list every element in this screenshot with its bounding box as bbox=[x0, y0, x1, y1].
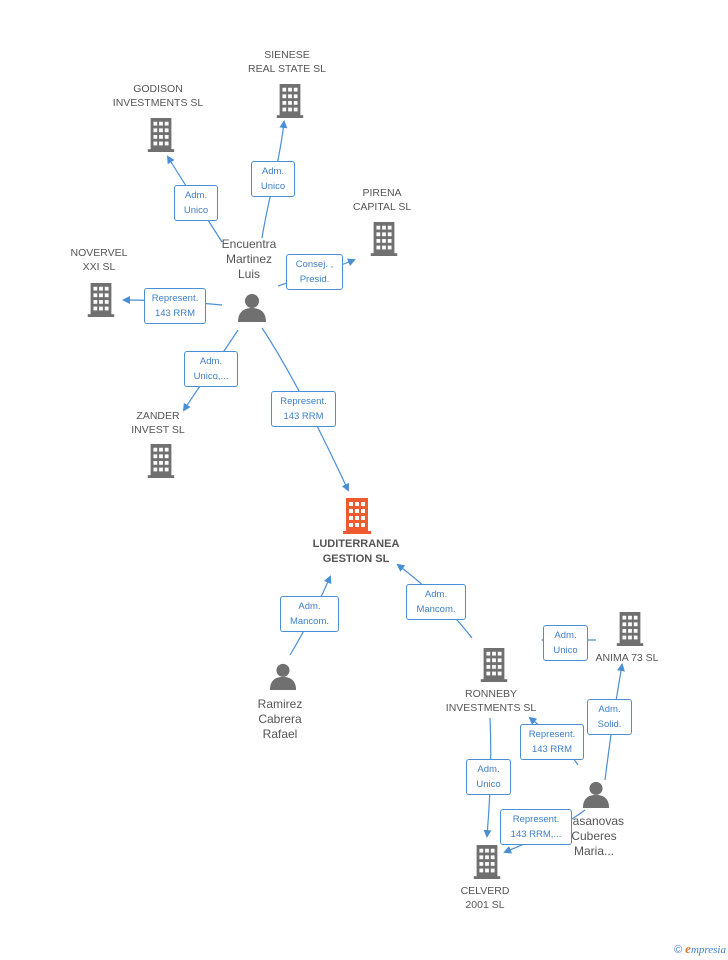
sienese-building-icon bbox=[276, 84, 304, 118]
focus-company-label[interactable]: LUDITERRANEA GESTION SL bbox=[312, 538, 400, 565]
company-label-zander[interactable]: ZANDER INVEST SL bbox=[131, 410, 185, 436]
anima-building-icon bbox=[616, 612, 644, 646]
relation-box-focus-encuentra[interactable]: Represent. 143 RRM bbox=[271, 391, 336, 427]
celverd-building-icon bbox=[473, 845, 501, 879]
focus-building-icon bbox=[343, 498, 371, 534]
relation-box-sienese[interactable]: Adm. Unico bbox=[251, 161, 295, 197]
copyright-icon: © bbox=[674, 944, 683, 956]
ramirez-person-icon bbox=[269, 663, 297, 690]
pirena-building-icon bbox=[370, 222, 398, 256]
brand-initial: e bbox=[685, 941, 691, 956]
godison-building-icon bbox=[147, 118, 175, 152]
relation-box-celverd-ronneby[interactable]: Adm. Unico bbox=[466, 759, 511, 795]
company-label-sienese[interactable]: SIENESE REAL STATE SL bbox=[248, 49, 326, 75]
relation-box-novervel[interactable]: Represent. 143 RRM bbox=[144, 288, 206, 324]
encuentra-person-icon bbox=[238, 294, 266, 322]
relation-box-godison[interactable]: Adm. Unico bbox=[174, 185, 218, 221]
relation-box-focus-ramirez[interactable]: Adm. Mancom. bbox=[280, 596, 339, 632]
empresia-footer[interactable]: ©empresia bbox=[674, 941, 726, 957]
company-label-novervel[interactable]: NOVERVEL XXI SL bbox=[70, 247, 128, 273]
person-label-casanovas[interactable]: Casanovas Cuberes Maria... bbox=[563, 814, 625, 858]
casanovas-person-icon bbox=[582, 781, 610, 808]
relation-box-anima-casanovas[interactable]: Adm. Solid. bbox=[587, 699, 632, 735]
zander-building-icon bbox=[147, 444, 175, 478]
ronneby-building-icon bbox=[480, 648, 508, 682]
novervel-building-icon bbox=[87, 283, 115, 317]
company-label-pirena[interactable]: PIRENA CAPITAL SL bbox=[352, 187, 412, 213]
company-label-godison[interactable]: GODISON INVESTMENTS SL bbox=[112, 83, 204, 109]
relation-box-pirena[interactable]: Consej. , Presid. bbox=[286, 254, 343, 290]
person-label-ramirez[interactable]: Ramirez Cabrera Rafael bbox=[257, 697, 303, 741]
company-label-ronneby[interactable]: RONNEBY INVESTMENTS SL bbox=[445, 688, 537, 714]
relation-box-focus-ronneby[interactable]: Adm. Mancom. bbox=[406, 584, 466, 620]
relation-box-anima-ronneby[interactable]: Adm. Unico bbox=[543, 625, 588, 661]
relation-box-celverd-casanovas[interactable]: Represent. 143 RRM,... bbox=[500, 809, 572, 845]
brand-name: mpresia bbox=[690, 944, 726, 956]
relation-box-zander[interactable]: Adm. Unico,... bbox=[184, 351, 238, 387]
company-label-anima[interactable]: ANIMA 73 SL bbox=[595, 652, 659, 664]
relation-box-ronneby-casanovas[interactable]: Represent. 143 RRM bbox=[520, 724, 584, 760]
person-label-encuentra[interactable]: Encuentra Martinez Luis bbox=[221, 237, 277, 281]
company-label-celverd[interactable]: CELVERD 2001 SL bbox=[460, 885, 510, 911]
